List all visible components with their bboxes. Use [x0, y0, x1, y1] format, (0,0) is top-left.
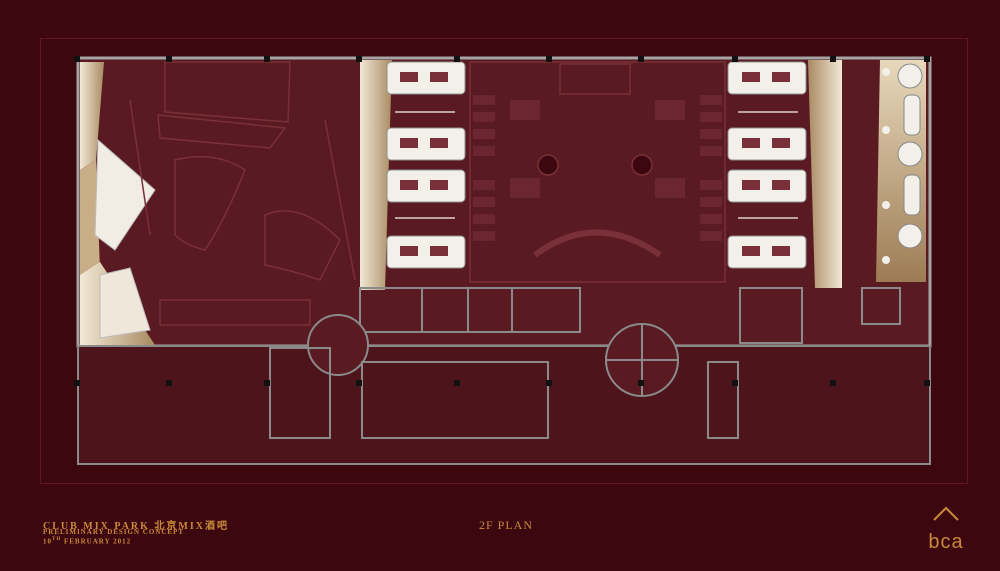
lower-rooms: [269, 287, 901, 439]
concept-title: PRELIMINARY DESIGN CONCEPT: [43, 528, 185, 536]
structural-columns: [74, 56, 930, 386]
vip-strip: [876, 60, 926, 282]
date-line: 10TH FEBRUARY 2012: [43, 537, 131, 545]
date-day: 10: [43, 537, 52, 546]
bca-logo: bca: [928, 506, 963, 553]
plan-label: 2F PLAN: [479, 518, 534, 532]
dance-floor: [469, 61, 726, 283]
date-suffix: TH: [52, 537, 62, 542]
project-title: CLUB MIX PARK 北京MIX酒吧: [43, 521, 229, 532]
logo-text: bca: [928, 531, 963, 553]
left-lounge-area: [80, 62, 156, 345]
right-booth-row: [727, 60, 842, 288]
plan-frame: [40, 38, 968, 484]
table-grid: [473, 95, 722, 241]
date-rest: FEBRUARY 2012: [63, 537, 132, 546]
left-booth-row: [360, 60, 466, 290]
main-bar-region: [129, 61, 356, 326]
